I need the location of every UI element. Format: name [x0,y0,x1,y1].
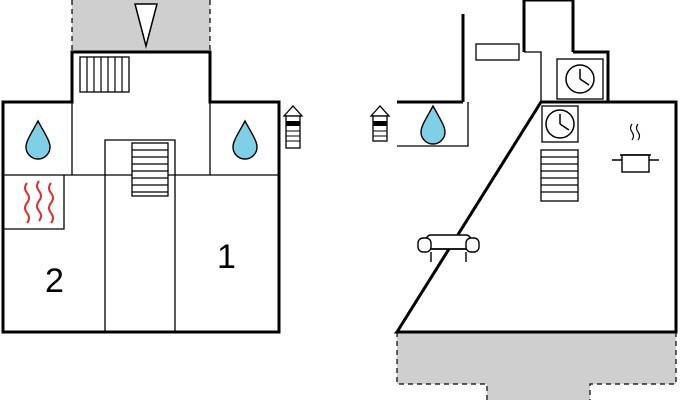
wall-clock-icon [541,105,579,143]
terrace-bottom [396,332,677,400]
right-interior-walls [397,102,469,147]
stairs-icon [540,149,579,202]
water-drop-icon [420,104,446,145]
right-floor [393,0,678,334]
cooking-pot-icon [612,123,659,173]
water-drop-icon [25,119,51,160]
radiator-icon [79,56,130,93]
fireplace-icon [369,105,391,142]
sofa-icon [417,234,480,262]
room-label: 2 [45,262,64,300]
sauna-heat-icon [24,180,54,224]
wall-clock-icon [556,58,604,100]
room-label: 1 [217,238,236,276]
fireplace-icon [282,105,304,149]
left-floor: 2 1 [1,50,281,334]
water-drop-icon [232,119,258,160]
entrance-arrow-icon [134,3,158,49]
stairs-icon [131,142,169,197]
radiator-icon [475,43,520,61]
